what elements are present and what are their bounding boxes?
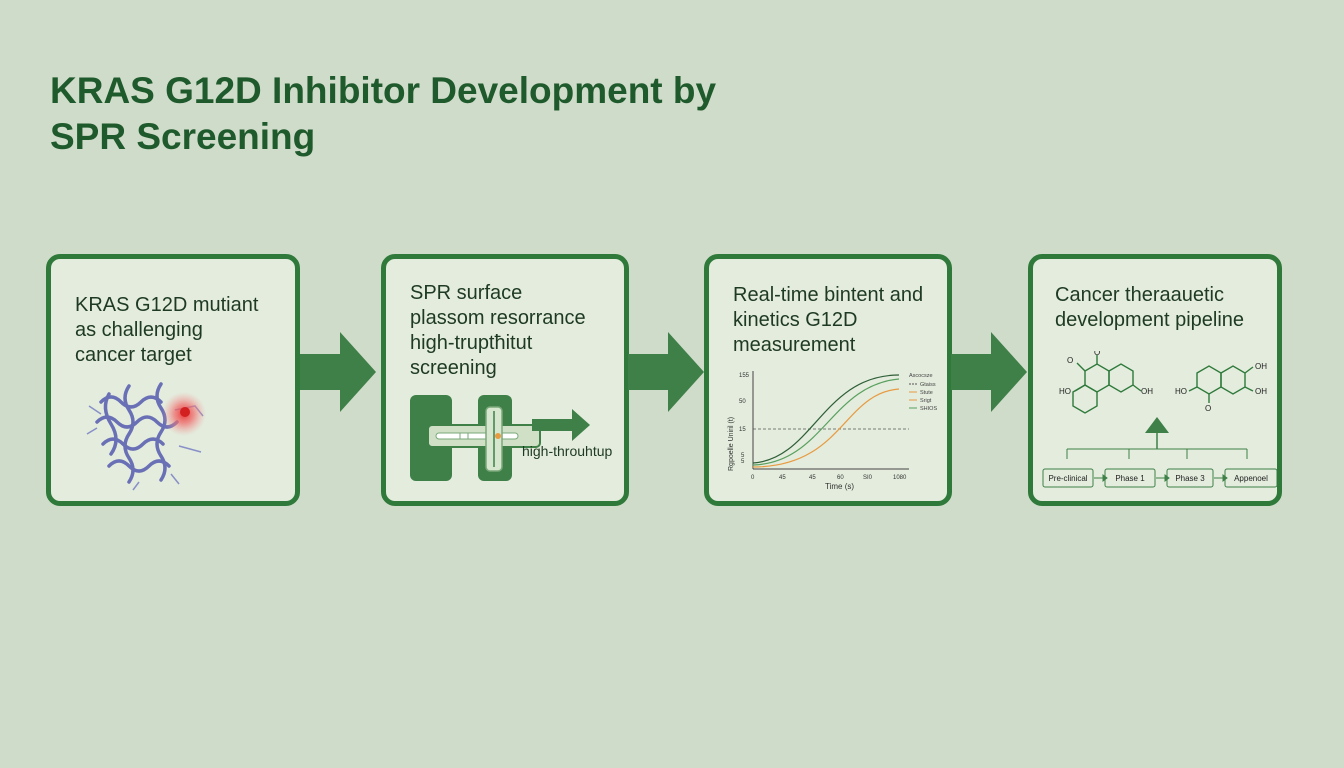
svg-text:OH: OH: [1255, 387, 1267, 396]
x-tick-4: 60: [837, 475, 844, 481]
step4-line-1: Cancer theraauetic: [1055, 284, 1224, 306]
svg-text:OH: OH: [1255, 362, 1267, 371]
x-tick-3: 45: [809, 475, 816, 481]
svg-text:O: O: [1094, 351, 1100, 357]
pipeline-stage-approval: Appenoel: [1234, 474, 1268, 483]
x-tick-5: SI0: [863, 475, 873, 481]
step-card-pipeline: Cancer theraauetic development pipeline …: [1028, 254, 1282, 506]
x-tick-6: 1080: [893, 475, 907, 481]
x-tick-1: 0: [751, 475, 755, 481]
pipeline-connector-arrow: [1066, 417, 1248, 459]
y-tick-2: 50: [739, 399, 746, 405]
step2-line-4: screening: [410, 357, 497, 379]
y-tick-4: 5: [741, 453, 745, 459]
title-line-2: SPR Screening: [50, 116, 316, 157]
chip-label: high-throuhtup: [522, 443, 613, 459]
step-card-spr-screening: SPR surface plassom resorrance high-trup…: [381, 254, 629, 506]
page-title: KRAS G12D Inhibitor Development by SPR S…: [50, 68, 950, 160]
pipeline-stage-preclinical: Pre-clinical: [1048, 474, 1087, 483]
step3-text: Real-time bintent and kinetics G12D meas…: [733, 283, 923, 358]
pipeline-stage-phase1: Phase 1: [1115, 474, 1145, 483]
step4-text: Cancer theraauetic development pipeline: [1055, 283, 1244, 333]
step-card-kinetics: Real-time bintent and kinetics G12D meas…: [704, 254, 952, 506]
legend-entry-4: SHIOS: [920, 406, 937, 412]
title-line-1: KRAS G12D Inhibitor Development by: [50, 70, 717, 111]
step2-line-3: high-truptħitut: [410, 332, 533, 354]
x-axis-label: Time (s): [825, 482, 854, 491]
arrow-step1-to-step2: [300, 332, 376, 412]
y-tick-5: 5: [741, 459, 745, 465]
step1-text: KRAS G12D mutiant as challenging cancer …: [75, 293, 258, 368]
binding-kinetics-chart: 155 50 15 5 5 Rgpoelle Uniril (t) 0 45 4…: [728, 371, 937, 491]
step1-line-3: cancer target: [75, 344, 192, 366]
pipeline-stages: Pre-clinical Phase 1 Phase 3 Appenoel: [1042, 468, 1277, 488]
arrow-step2-to-step3: [628, 332, 704, 412]
y-tick-1: 155: [739, 373, 750, 379]
step1-line-2: as challenging: [75, 319, 203, 341]
pipeline-stage-phase3: Phase 3: [1175, 474, 1205, 483]
step3-line-3: measurement: [733, 334, 856, 356]
svg-text:OH: OH: [1141, 387, 1153, 396]
arrow-step3-to-step4: [951, 332, 1027, 412]
molecule-structures-icon: O O HO OH HO O OH OH: [1059, 351, 1267, 414]
legend-entry-2: Stute: [920, 390, 933, 396]
legend-title: Ascocsze: [909, 373, 933, 379]
step2-text: SPR surface plassom resorrance high-trup…: [410, 281, 586, 381]
y-tick-3: 15: [739, 427, 746, 433]
svg-text:O: O: [1067, 356, 1073, 365]
legend-entry-3: Srigt: [920, 398, 932, 404]
step2-line-2: plassom resorrance: [410, 307, 586, 329]
legend-entry-1: Gtaiss: [920, 382, 936, 388]
protein-structure-icon: [86, 382, 206, 491]
step2-line-1: SPR surface: [410, 282, 523, 304]
step-card-kras-target: KRAS G12D mutiant as challenging cancer …: [46, 254, 300, 506]
svg-text:HO: HO: [1059, 387, 1071, 396]
step3-line-1: Real-time bintent and: [733, 284, 924, 306]
y-axis-label: Rgpoelle Uniril (t): [728, 417, 735, 471]
svg-text:HO: HO: [1175, 387, 1187, 396]
step3-line-2: kinetics G12D: [733, 309, 858, 331]
step1-line-1: KRAS G12D mutiant: [75, 294, 259, 316]
step4-line-2: development pipeline: [1055, 309, 1245, 331]
spr-sensor-chip-icon: [410, 395, 590, 481]
x-tick-2: 45: [779, 475, 786, 481]
svg-text:O: O: [1205, 404, 1211, 413]
